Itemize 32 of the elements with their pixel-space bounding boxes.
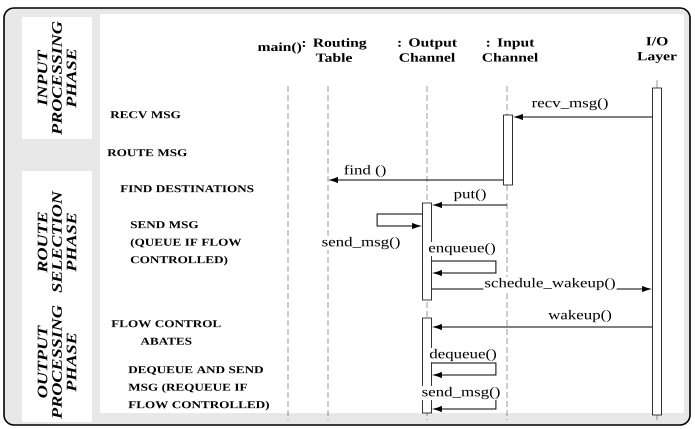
message-arrow bbox=[514, 114, 653, 120]
step-label: RECV MSG bbox=[110, 111, 180, 118]
step-label: FLOW CONTROL ABATES bbox=[111, 320, 221, 345]
edge-label: enqueue() bbox=[427, 242, 497, 256]
node-label: ROUTE SELECTION PHASE bbox=[38, 190, 76, 293]
lifeline-header: : Output Channel bbox=[398, 38, 457, 62]
lifeline-header: : Routing Table bbox=[302, 38, 366, 62]
edge-label: schedule_wakeup() bbox=[483, 276, 617, 292]
lifeline-header: : Input Channel bbox=[482, 38, 538, 62]
edge-label: recv_msg() bbox=[530, 96, 610, 112]
edge-label: wakeup() bbox=[547, 308, 613, 324]
edge-label: put() bbox=[452, 188, 488, 202]
edge-label: dequeue() bbox=[428, 348, 498, 362]
step-label: DEQUEUE AND SEND MSG (REQUEUE IF FLOW CONTROLLED) bbox=[128, 366, 269, 410]
phase-band: INPUT PROCESSING PHASE bbox=[22, 17, 92, 139]
edge-label: send_msg() bbox=[320, 236, 402, 250]
lifeline-header: main() bbox=[258, 42, 302, 54]
message-arrow bbox=[434, 202, 508, 208]
self-call-arrow bbox=[376, 214, 423, 229]
activation-bar bbox=[652, 88, 662, 416]
lifeline-header: I/O Layer bbox=[637, 37, 677, 63]
message-arrow bbox=[330, 177, 504, 183]
step-label: ROUTE MSG bbox=[107, 149, 187, 156]
activation-bar bbox=[503, 114, 513, 186]
self-call-arrow bbox=[431, 362, 496, 378]
step-label: FIND DESTINATIONS bbox=[120, 185, 254, 192]
edge-label: find () bbox=[342, 164, 388, 178]
message-arrow bbox=[434, 324, 653, 330]
self-call-arrow bbox=[431, 260, 496, 276]
edge-label: send_msg() bbox=[420, 386, 502, 400]
phase-band: OUTPUT PROCESSING PHASE bbox=[22, 302, 92, 422]
step-label: SEND MSG (QUEUE IF FLOW CONTROLLED) bbox=[130, 221, 242, 266]
